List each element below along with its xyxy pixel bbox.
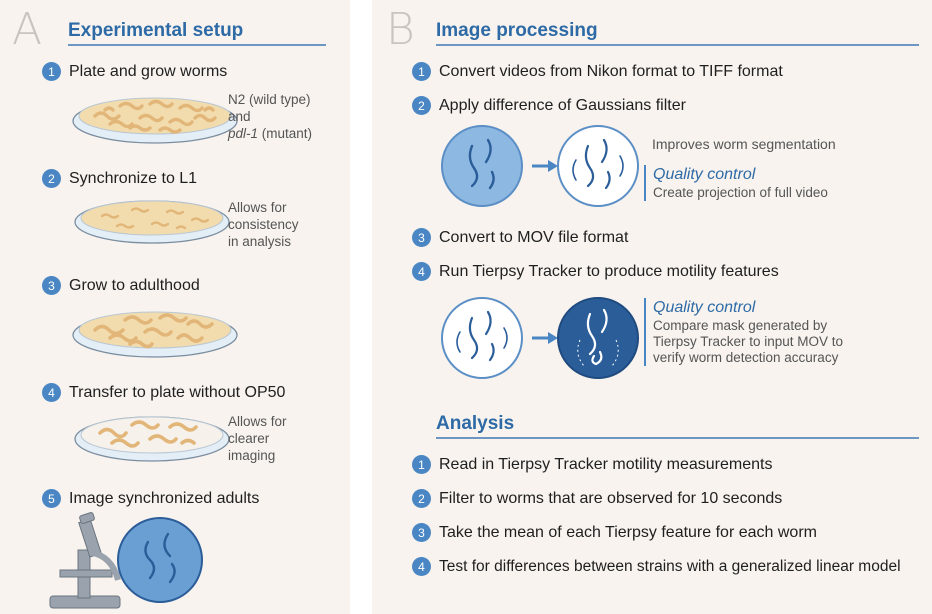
section-title-experimental-setup: Experimental setup [68,20,244,41]
processing-step-2: 2 Apply difference of Gaussians filter [412,96,686,115]
quality-control-mask: Quality control Compare mask generated b… [644,298,843,366]
step-number-badge: 4 [412,262,431,281]
dog-filter-illustration [441,125,639,207]
step-text: Read in Tierpsy Tracker motility measure… [439,455,773,473]
note-line: clearer [228,431,270,446]
qc-title: Quality control [653,166,756,183]
step-text: Run Tierpsy Tracker to produce motility … [439,262,779,280]
step-text: Convert videos from Nikon format to TIFF… [439,62,783,80]
note-segmentation: Improves worm segmentation [652,136,836,152]
step-text: Apply difference of Gaussians filter [439,96,686,114]
step-text: Synchronize to L1 [69,169,198,187]
step-text: Plate and grow worms [69,62,228,80]
step-text: Grow to adulthood [69,276,200,294]
section-title-analysis: Analysis [436,413,515,434]
step-text: Convert to MOV file format [439,228,629,246]
note-line: consistency [228,217,299,232]
step-text: Filter to worms that are observed for 10… [439,489,783,507]
panel-letter-b: B [386,4,415,55]
qc-text: verify worm detection accuracy [653,350,839,365]
note-consistency: Allows for consistency in analysis [228,199,299,250]
step-number-badge: 1 [412,455,431,474]
tierpsy-mask-illustration [441,297,639,379]
setup-step-1: 1 Plate and grow worms [42,62,227,81]
processing-step-1: 1 Convert videos from Nikon format to TI… [412,62,783,81]
step-text: Take the mean of each Tierpsy feature fo… [439,523,817,541]
petri-dish-larvae-icon [74,200,230,244]
note-line: in analysis [228,234,292,249]
petri-dish-worms-icon [72,97,238,144]
qc-text: Create projection of full video [653,185,828,200]
qc-title: Quality control [653,299,756,316]
panel-letter-a: A [12,4,43,55]
step-number-badge: 1 [42,62,61,81]
note-line: Allows for [228,414,287,429]
section-title-image-processing: Image processing [436,20,598,41]
qc-text: Tierpsy Tracker to input MOV to [653,334,844,349]
step-number-badge: 3 [42,276,61,295]
analysis-step-3: 3 Take the mean of each Tierpsy feature … [412,523,817,542]
analysis-step-4: 4 Test for differences between strains w… [412,557,901,576]
processing-step-3: 3 Convert to MOV file format [412,228,628,247]
step-number-badge: 3 [412,523,431,542]
setup-step-2: 2 Synchronize to L1 [42,169,197,188]
note-line: and [228,109,251,124]
panel-image-processing: B Image processing 1 Convert videos from… [372,0,932,614]
step-number-badge: 1 [412,62,431,81]
qc-text: Compare mask generated by [653,318,828,333]
step-number-badge: 2 [412,489,431,508]
step-number-badge: 3 [412,228,431,247]
note-line: N2 (wild type) [228,92,311,107]
setup-step-3: 3 Grow to adulthood [42,276,200,295]
note-strains: N2 (wild type) and pdl-1 (mutant) [228,91,312,142]
processing-step-4: 4 Run Tierpsy Tracker to produce motilit… [412,262,779,281]
step-text: Image synchronized adults [69,489,260,507]
step-text: Transfer to plate without OP50 [69,383,286,401]
panel-experimental-setup: A Experimental setup 1 Plate and grow wo… [0,0,350,614]
microscope-icon [49,512,203,609]
title-underline [68,44,326,46]
step-number-badge: 4 [42,383,61,402]
strain-name: pdl-1 [228,126,259,141]
title-underline [436,44,919,46]
step-number-badge: 4 [412,557,431,576]
note-clearer: Allows for clearer imaging [228,413,287,464]
setup-step-5: 5 Image synchronized adults [42,489,259,508]
step-number-badge: 5 [42,489,61,508]
step-number-badge: 2 [42,169,61,188]
title-underline [436,437,919,439]
step-number-badge: 2 [412,96,431,115]
strain-suffix: (mutant) [258,126,313,141]
quality-control-projection: Quality control Create projection of ful… [644,165,828,201]
petri-dish-no-food-icon [74,416,230,462]
analysis-step-2: 2 Filter to worms that are observed for … [412,489,782,508]
note-line: pdl-1 (mutant) [228,125,312,142]
note-line: Allows for [228,200,287,215]
analysis-step-1: 1 Read in Tierpsy Tracker motility measu… [412,455,772,474]
petri-dish-adults-icon [72,311,238,358]
setup-step-4: 4 Transfer to plate without OP50 [42,383,285,402]
step-text: Test for differences between strains wit… [439,557,901,575]
note-line: imaging [228,448,276,463]
